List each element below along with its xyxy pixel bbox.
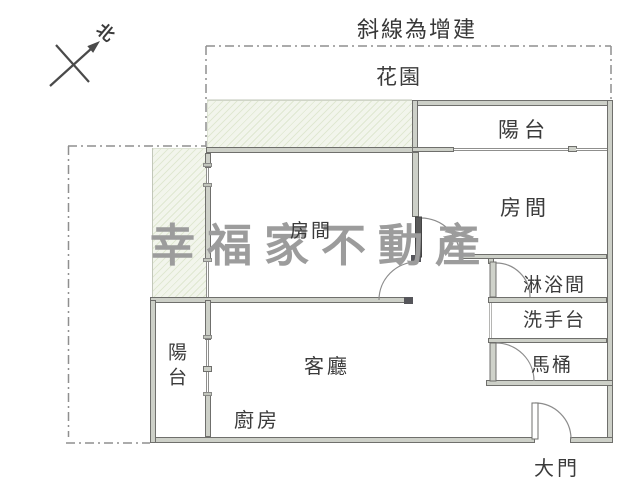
wall-bedroom-center-bottom — [150, 297, 412, 303]
sill — [203, 163, 212, 167]
label-garden: 花園 — [376, 66, 422, 89]
compass-arrow-shaft — [49, 47, 93, 87]
wall-bedroom-center-top — [206, 147, 418, 153]
sill — [203, 258, 212, 262]
wall-bottom-left — [150, 437, 535, 443]
label-washbasin: 洗手台 — [523, 310, 587, 331]
wall-bedroom-right-bottom — [462, 254, 607, 259]
compass-arrowhead — [87, 41, 100, 53]
compass-north-label: 北 — [93, 20, 118, 45]
jamb-bedroom-divider-end — [411, 255, 421, 262]
wall-toilet-bottom — [486, 380, 613, 386]
hatched-addition-top — [207, 100, 414, 149]
wall-balcony-top — [412, 100, 613, 106]
wall-kitchen-divider-mullion — [203, 366, 212, 372]
wall-bedroom-center-left-upper — [205, 153, 211, 168]
compass-cross-line — [55, 44, 90, 83]
north-compass: 北 — [49, 20, 118, 87]
label-bedroom-center: 房間 — [290, 221, 333, 242]
jamb-center-bottom-end — [404, 297, 413, 304]
wall-kitchen-divider-upper — [205, 300, 211, 340]
wall-balcony-window-stub — [412, 147, 454, 152]
door-leaf-toilet — [489, 342, 497, 382]
wall-shower-bottom — [488, 297, 607, 303]
label-balcony-top: 陽台 — [498, 119, 550, 142]
label-living-room: 客廳 — [304, 356, 350, 378]
door-leaf-main — [531, 402, 539, 440]
plan-title: 斜線為增建 — [357, 17, 478, 42]
window-balcony-top-2 — [576, 148, 607, 151]
window-bedroom-center-left-2 — [206, 262, 209, 297]
wall-right-outer — [607, 100, 613, 443]
label-toilet: 馬桶 — [531, 355, 574, 376]
sill — [203, 335, 212, 339]
door-arc-main — [534, 402, 572, 440]
window-bedroom-center-left-1 — [206, 168, 209, 186]
label-shower: 淋浴間 — [523, 275, 587, 296]
wall-bedroom-divider — [412, 152, 419, 217]
washbasin-open-side — [489, 303, 492, 338]
label-kitchen: 廚房 — [234, 410, 280, 432]
sill — [203, 392, 212, 396]
door-arc-toilet — [495, 342, 535, 382]
label-balcony-left: 陽台 — [165, 342, 186, 392]
wall-washbasin-bottom — [488, 338, 607, 343]
sill — [203, 183, 212, 187]
wall-kitchen-divider-lower — [205, 395, 211, 437]
window-balcony-left-1 — [206, 340, 209, 366]
wall-left-outer — [150, 300, 156, 443]
window-balcony-left-2 — [206, 372, 209, 395]
wall-bottom-right — [570, 437, 613, 443]
wall-balcony-left — [412, 100, 418, 152]
window-balcony-top-1 — [454, 148, 568, 151]
label-bedroom-right: 房間 — [500, 197, 550, 220]
label-main-door: 大門 — [534, 458, 580, 480]
